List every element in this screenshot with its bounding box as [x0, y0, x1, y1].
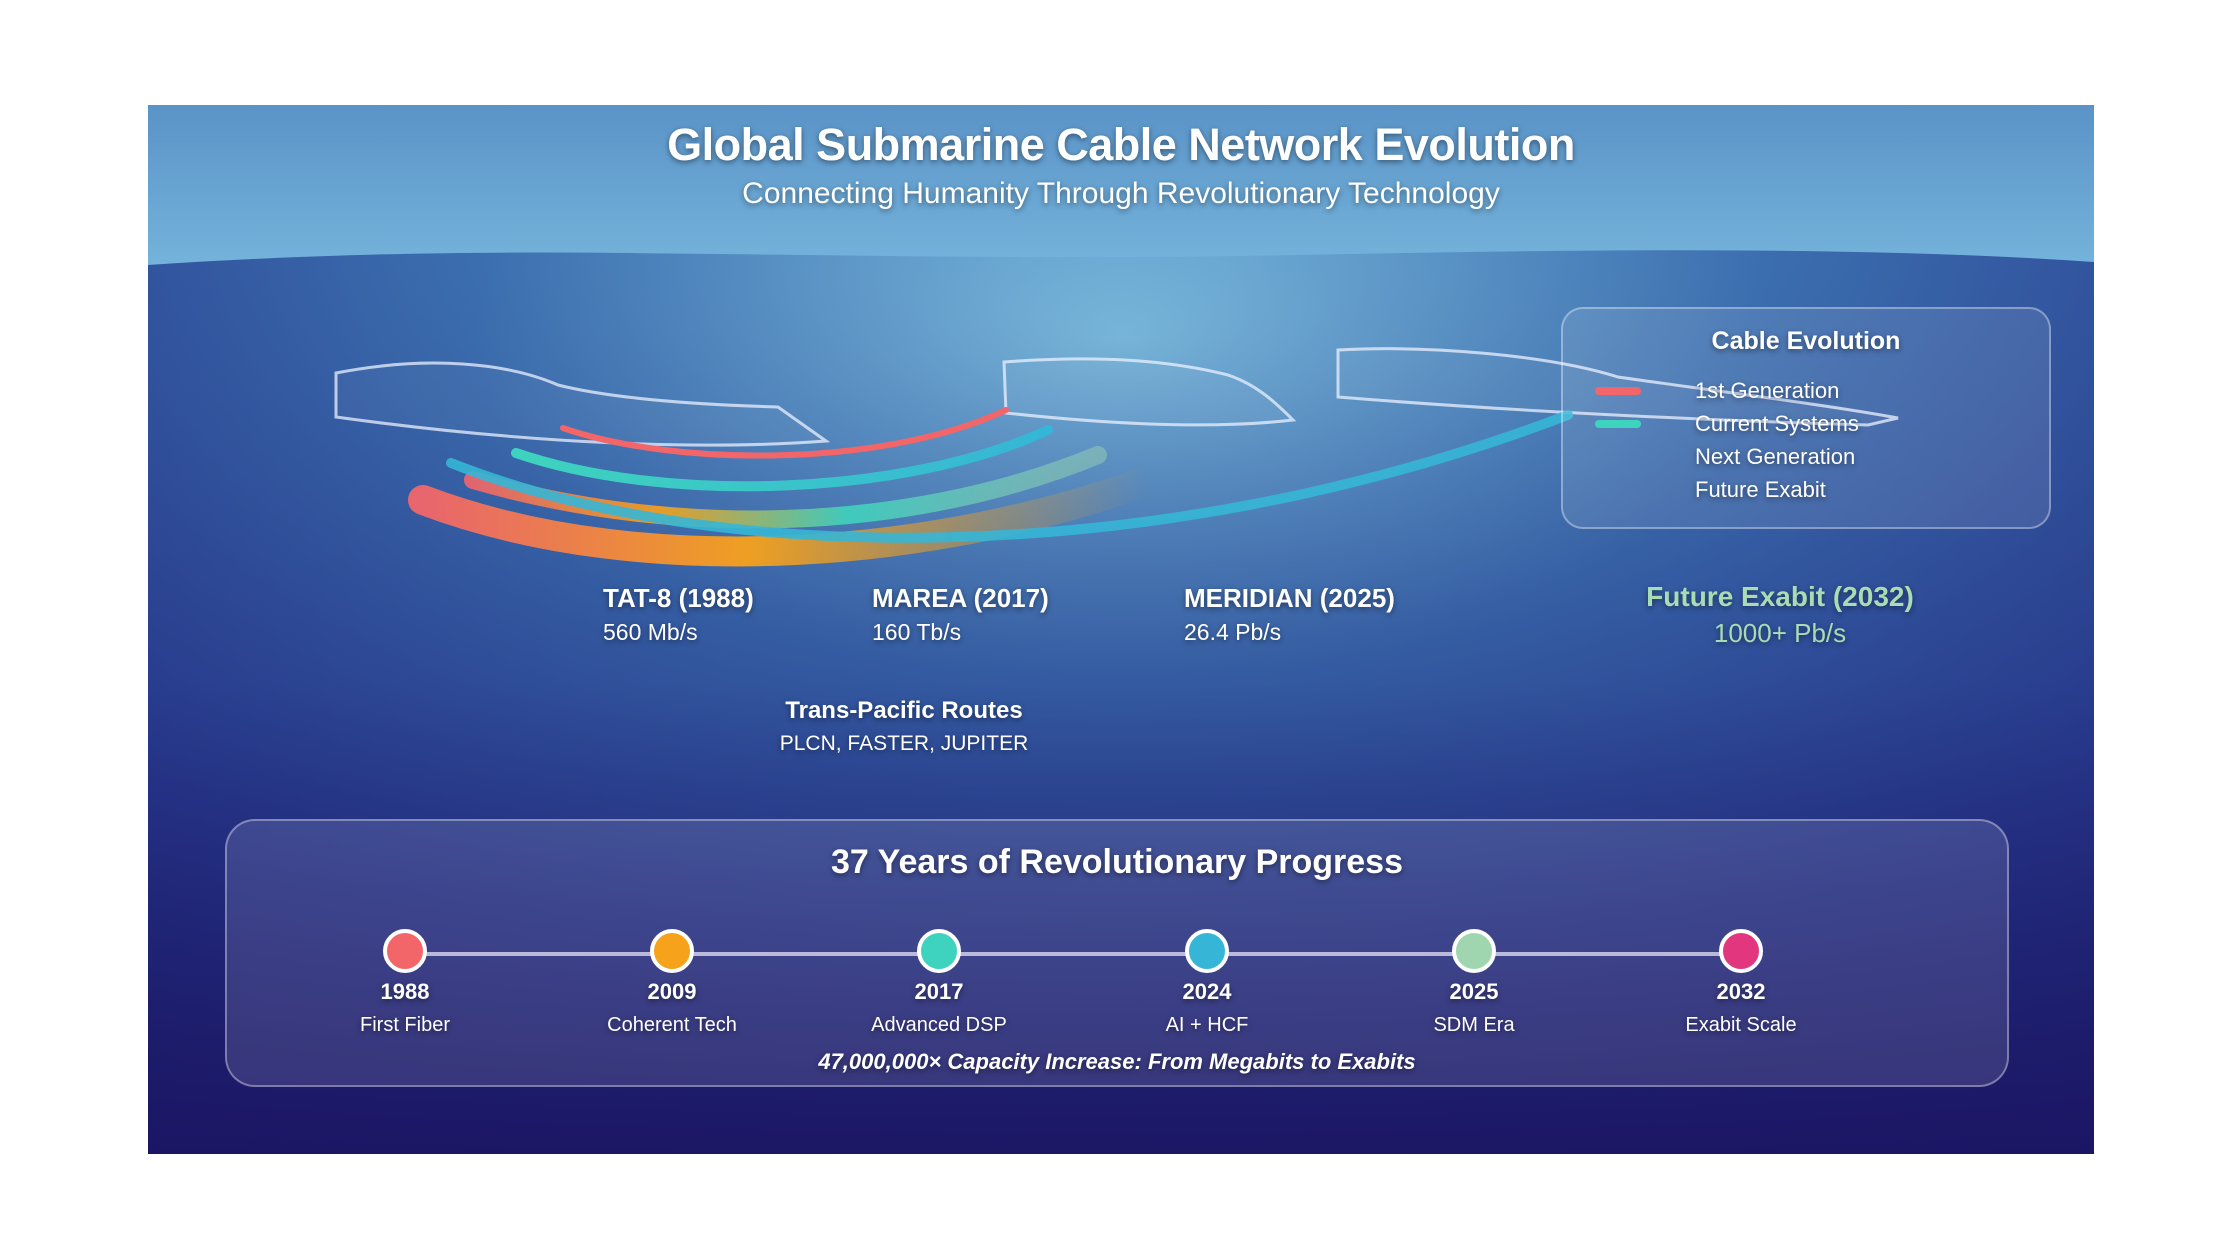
timeline-footnote: 47,000,000× Capacity Increase: From Mega…	[818, 1049, 1416, 1074]
continent-asia	[1336, 347, 1899, 427]
milestone-dot	[650, 929, 694, 973]
milestone-label: Advanced DSP	[871, 1014, 1007, 1036]
milestone-2025: 2025 SDM Era	[1374, 929, 1574, 1037]
milestone-label: AI + HCF	[1165, 1014, 1249, 1036]
cable-name-marea: MAREA (2017)	[872, 583, 1049, 613]
page-title: Global Submarine Cable Network Evolution	[667, 119, 1575, 170]
cable-capacity-tat8: 560 Mb/s	[603, 619, 698, 645]
legend-item-current-systems: Current Systems	[1595, 410, 2015, 440]
legend-label: Future Exabit	[1695, 477, 1826, 502]
milestone-dot	[1719, 929, 1763, 973]
legend-label: Next Generation	[1695, 444, 1856, 469]
legend-item-1st-generation: 1st Generation	[1595, 377, 2015, 407]
legend-item-future-exabit: Future Exabit	[1595, 476, 2015, 506]
milestone-year: 2024	[1182, 979, 1232, 1004]
milestone-dot	[1185, 929, 1229, 973]
cable-future-exabit-band	[408, 465, 1163, 567]
cable-1st-generation	[560, 407, 1009, 459]
milestone-year: 1988	[380, 979, 430, 1004]
routes-systems: PLCN, FASTER, JUPITER	[779, 732, 1029, 755]
milestone-2024: 2024 AI + HCF	[1107, 929, 1307, 1037]
legend-item-next-generation: Next Generation	[1595, 443, 2015, 473]
ocean-background	[148, 105, 2094, 1154]
legend-label: Current Systems	[1695, 411, 1859, 436]
milestone-dot	[1452, 929, 1496, 973]
milestone-2009: 2009 Coherent Tech	[572, 929, 772, 1037]
milestone-label: Exabit Scale	[1685, 1014, 1797, 1036]
timeline-panel: 37 Years of Revolutionary Progress 1988 …	[225, 819, 2009, 1087]
milestone-2032: 2032 Exabit Scale	[1641, 929, 1841, 1037]
milestone-year: 2017	[914, 979, 964, 1004]
cable-name-meridian: MERIDIAN (2025)	[1184, 583, 1395, 613]
routes-title: Trans-Pacific Routes	[785, 697, 1023, 724]
legend-swatch	[1595, 387, 1641, 395]
cable-name-future-exabit: Future Exabit (2032)	[1646, 581, 1914, 612]
cable-capacity-marea: 160 Tb/s	[872, 619, 962, 645]
milestone-label: First Fiber	[360, 1014, 450, 1036]
cable-capacity-meridian: 26.4 Pb/s	[1184, 619, 1282, 645]
infographic-scene: Global Submarine Cable Network Evolution…	[148, 105, 2094, 1154]
timeline-title: 37 Years of Revolutionary Progress	[831, 843, 1403, 881]
milestone-year: 2009	[647, 979, 697, 1004]
milestone-2017: 2017 Advanced DSP	[839, 929, 1039, 1037]
continent-europe	[1002, 357, 1297, 427]
cable-trans-pacific	[446, 410, 1573, 543]
milestone-year: 2032	[1716, 979, 1766, 1004]
milestone-dot	[917, 929, 961, 973]
page-subtitle: Connecting Humanity Through Revolutionar…	[742, 177, 1500, 210]
milestone-label: Coherent Tech	[607, 1014, 737, 1036]
legend-title: Cable Evolution	[1711, 327, 1901, 355]
legend-box: Cable Evolution 1st Generation Current S…	[1561, 307, 2051, 529]
cable-name-tat8: TAT-8 (1988)	[603, 583, 754, 613]
milestone-year: 2025	[1449, 979, 1499, 1004]
milestone-1988: 1988 First Fiber	[305, 929, 505, 1037]
milestone-label: SDM Era	[1433, 1014, 1515, 1036]
continent-north-america	[334, 361, 831, 447]
cable-current-systems	[511, 425, 1053, 492]
timeline-line	[405, 952, 1741, 956]
legend-label: 1st Generation	[1695, 378, 1840, 403]
milestone-dot	[383, 929, 427, 973]
legend-swatch	[1595, 420, 1641, 428]
cable-capacity-future-exabit: 1000+ Pb/s	[1713, 618, 1847, 648]
